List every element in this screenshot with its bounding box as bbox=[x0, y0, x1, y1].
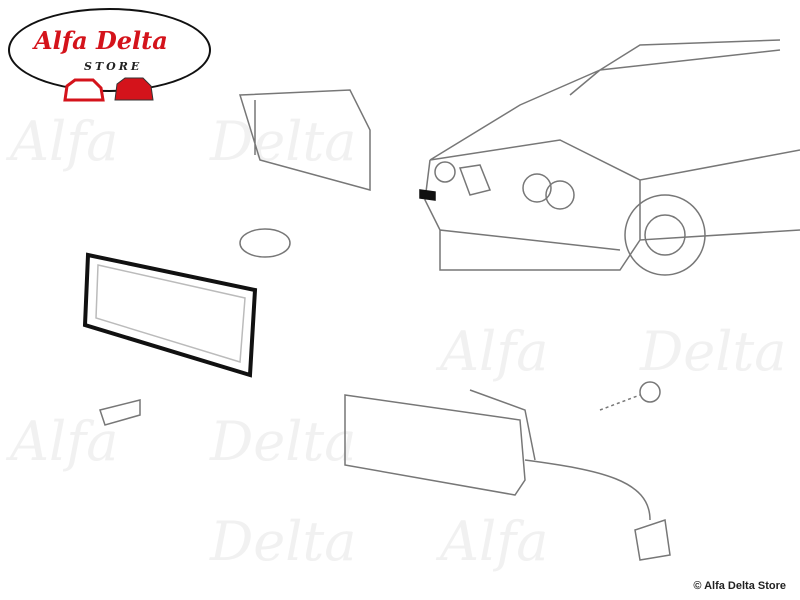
store-logo[interactable]: Alfa Delta STORE bbox=[8, 8, 211, 102]
indicator-assembly-part bbox=[344, 389, 671, 561]
copyright-notice: © Alfa Delta Store bbox=[693, 580, 786, 592]
screw-part bbox=[99, 399, 141, 426]
bulb-part bbox=[239, 228, 291, 258]
logo-title: Alfa Delta bbox=[34, 26, 168, 55]
indicator-lens-part bbox=[82, 252, 258, 378]
car-front-illustration bbox=[419, 39, 800, 276]
logo-subtitle: STORE bbox=[84, 60, 143, 73]
logo-oval bbox=[8, 8, 211, 92]
lamp-housing-part bbox=[238, 89, 371, 191]
grommet-part bbox=[599, 381, 661, 411]
logo-cars-icon bbox=[63, 77, 154, 102]
